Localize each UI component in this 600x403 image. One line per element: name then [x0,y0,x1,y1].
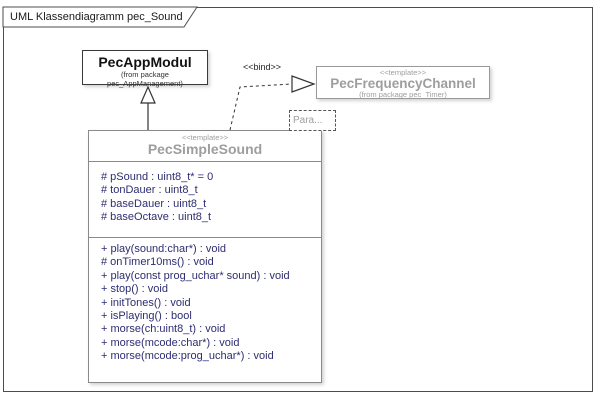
method-row: + morse(mcode:char*) : void [101,336,240,349]
method-row: + isPlaying() : bool [101,310,192,323]
methods-compartment: + play(sound:char*) : void# onTimer10ms(… [89,237,321,384]
class-pecfrequencychannel-package: (from package pec_Timer) [359,90,447,99]
method-row: + play(const prog_uchar* sound) : void [101,269,290,282]
class-pecfrequencychannel[interactable]: <<template>> PecFrequencyChannel (from p… [316,66,490,99]
attribute-row: # baseOctave : uint8_t [101,211,212,224]
bind-label: <<bind>> [243,62,282,72]
attribute-row: # pSound : uint8_t* = 0 [101,171,214,183]
class-pecappmodul-package: (from package pec_AppManagement) [107,70,183,88]
method-row: + play(sound:char*) : void [101,243,227,255]
class-pecsimplesound-stereotype: <<template>> [181,133,229,142]
class-pecsimplesound-header: <<template>> PecSimpleSound [89,133,321,161]
method-row: + morse(mcode:prog_uchar*) : void [101,350,274,363]
template-parameter-box[interactable]: Para... [289,110,336,131]
class-pecfrequencychannel-name: PecFrequencyChannel [330,76,476,91]
attributes-compartment: # pSound : uint8_t* = 0# tonDauer : uint… [89,161,321,237]
method-row: + stop() : void [101,283,168,296]
class-pecappmodul[interactable]: PecAppModul (from package pec_AppManagem… [82,50,208,88]
frame-title: UML Klassendiagramm pec_Sound [10,11,183,23]
method-row: + initTones() : void [101,296,191,309]
method-row: # onTimer10ms() : void [101,256,214,269]
attribute-row: # tonDauer : uint8_t [101,184,198,197]
class-pecfrequencychannel-stereotype: <<template>> [379,68,427,77]
class-pecsimplesound[interactable]: <<template>> PecSimpleSound # pSound : u… [88,130,322,383]
class-pecappmodul-name: PecAppModul [98,54,192,70]
class-pecsimplesound-name: PecSimpleSound [147,141,263,157]
attribute-row: # baseDauer : uint8_t [101,197,207,210]
method-row: + morse(ch:uint8_t) : void [101,323,226,336]
